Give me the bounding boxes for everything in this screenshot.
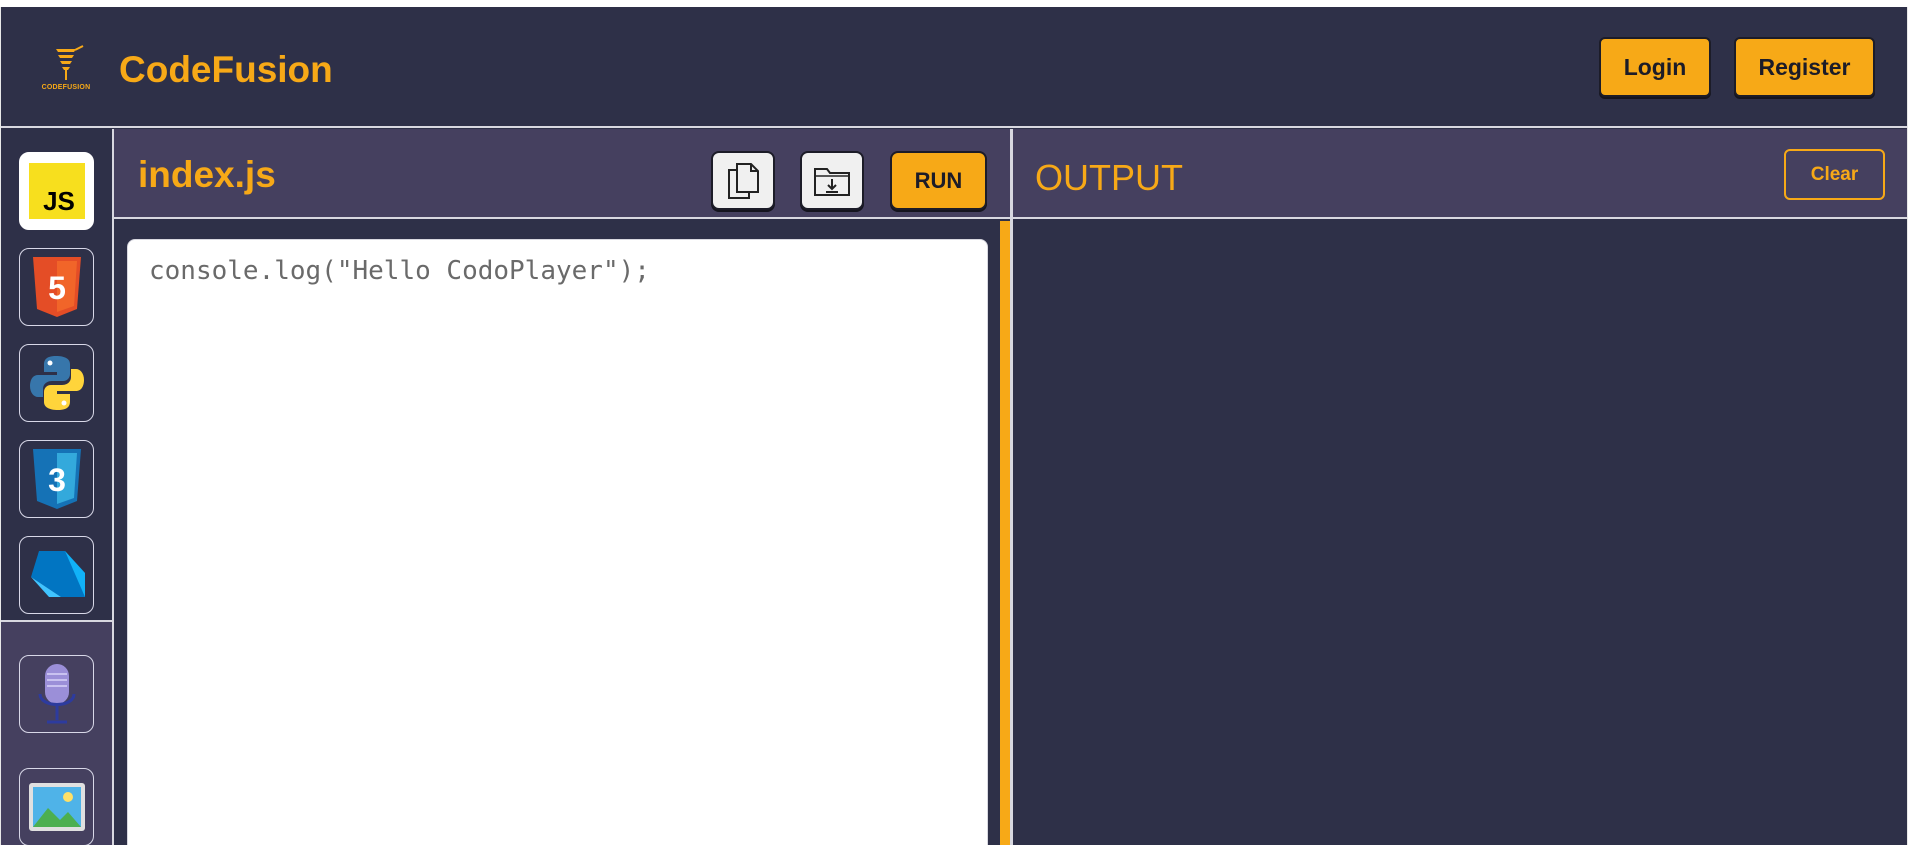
top-header: CODEFUSION CodeFusion Login Register bbox=[1, 7, 1907, 128]
sidebar-item-image[interactable] bbox=[19, 768, 94, 845]
sidebar-item-css3[interactable]: 3 bbox=[19, 440, 94, 518]
html5-icon: 5 bbox=[32, 257, 81, 317]
login-button[interactable]: Login bbox=[1599, 37, 1711, 97]
run-button[interactable]: RUN bbox=[890, 151, 987, 210]
editor-toolbar: index.js RUN bbox=[114, 129, 1012, 219]
sidebar-tools bbox=[1, 620, 112, 845]
output-title: OUTPUT bbox=[1035, 157, 1183, 198]
sidebar-item-python[interactable] bbox=[19, 344, 94, 422]
download-button[interactable] bbox=[800, 151, 864, 210]
javascript-icon: JS bbox=[28, 163, 85, 219]
css3-badge: 3 bbox=[48, 462, 66, 498]
sidebar-item-html5[interactable]: 5 bbox=[19, 248, 94, 326]
sidebar-item-voice[interactable] bbox=[19, 655, 94, 733]
brand-logo[interactable]: CODEFUSION bbox=[39, 45, 93, 97]
language-sidebar: JS 5 3 bbox=[1, 129, 114, 845]
splitter-border bbox=[1010, 129, 1013, 845]
css3-icon: 3 bbox=[32, 449, 81, 509]
output-console bbox=[1013, 221, 1907, 845]
python-icon bbox=[29, 356, 84, 410]
logo-wordmark: CODEFUSION bbox=[41, 84, 91, 91]
brand-title: CodeFusion bbox=[119, 49, 333, 90]
output-toolbar: OUTPUT Clear bbox=[1013, 129, 1907, 219]
editor-panel: console.log("Hello CodoPlayer"); bbox=[114, 221, 1000, 845]
sidebar-item-javascript[interactable]: JS bbox=[19, 152, 94, 230]
microphone-icon bbox=[38, 664, 75, 724]
image-icon bbox=[28, 783, 85, 831]
sidebar-item-dart[interactable] bbox=[19, 536, 94, 614]
dart-icon bbox=[30, 551, 85, 597]
file-name: index.js bbox=[138, 154, 276, 195]
html5-badge: 5 bbox=[48, 270, 66, 306]
copy-icon bbox=[728, 162, 759, 199]
copy-button[interactable] bbox=[711, 151, 775, 210]
register-button[interactable]: Register bbox=[1734, 37, 1875, 97]
download-folder-icon bbox=[814, 167, 850, 196]
javascript-badge: JS bbox=[43, 186, 75, 216]
app-window: CODEFUSION CodeFusion Login Register JS … bbox=[0, 7, 1908, 845]
clear-button[interactable]: Clear bbox=[1784, 149, 1885, 200]
logo-funnel-icon bbox=[56, 45, 84, 80]
panel-splitter[interactable] bbox=[1000, 221, 1010, 845]
code-editor[interactable]: console.log("Hello CodoPlayer"); bbox=[127, 239, 988, 845]
